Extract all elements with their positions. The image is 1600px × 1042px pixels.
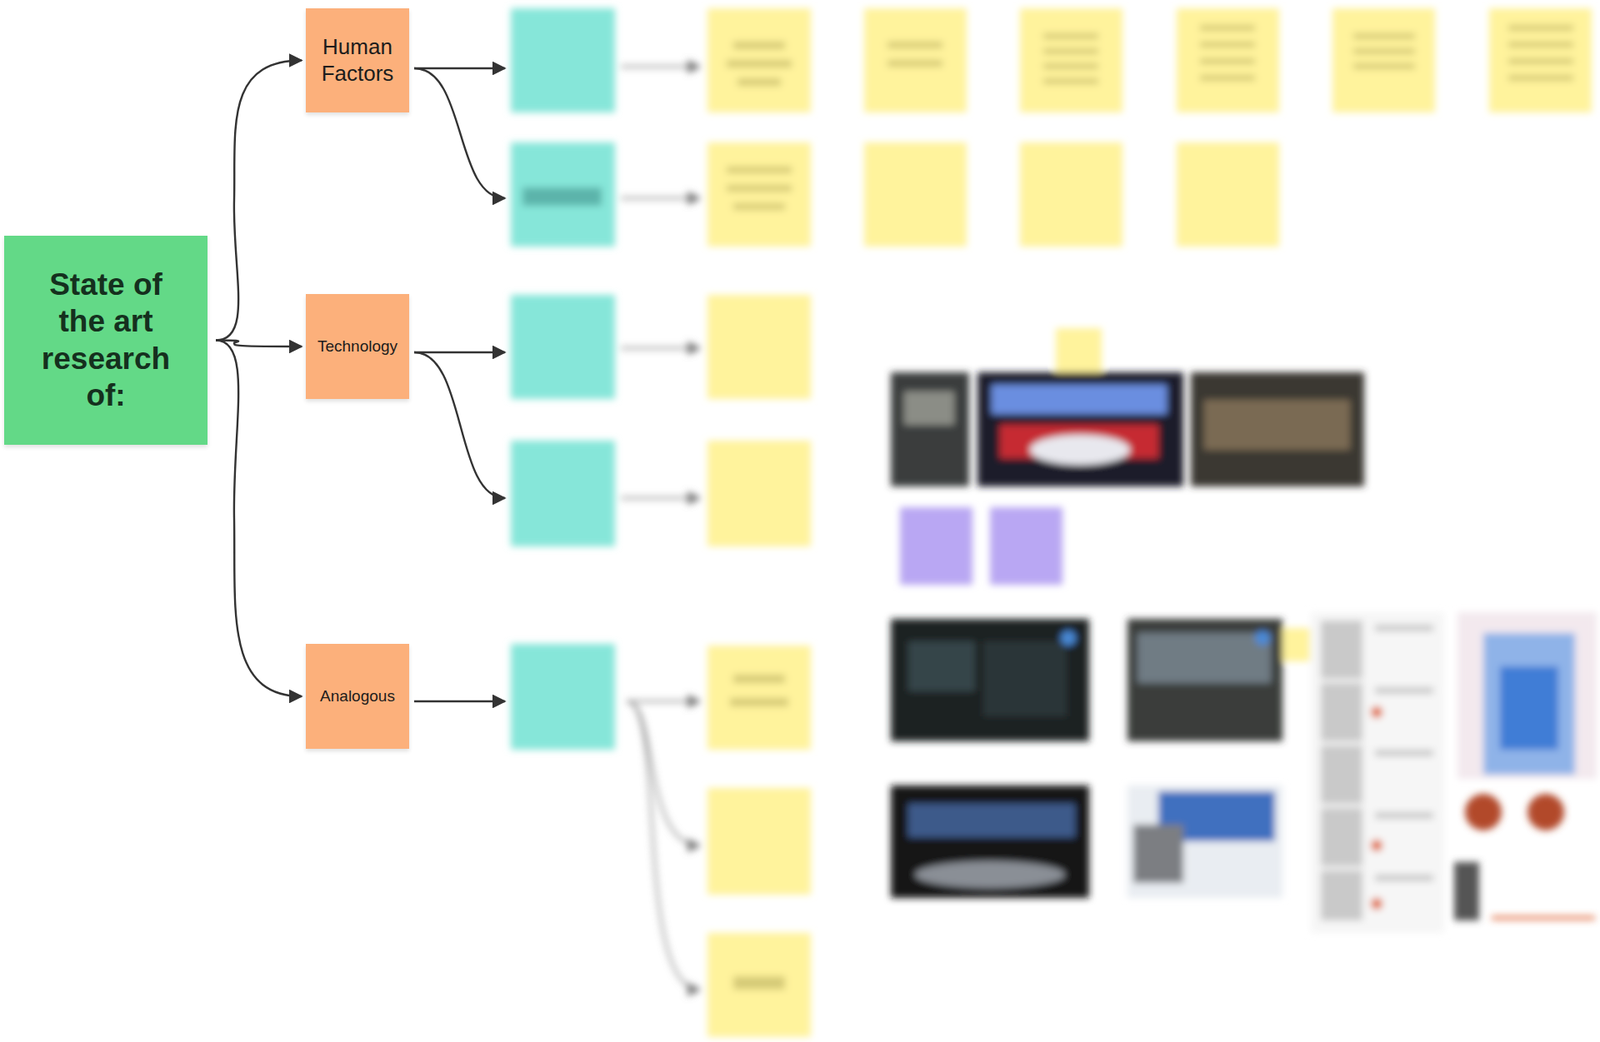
category-box: Technology <box>305 294 410 400</box>
category-box: Analogous <box>305 644 410 750</box>
root-box: State of the art research of: <box>4 235 208 445</box>
node-label: Human Factors <box>312 34 403 86</box>
branch-connector <box>215 60 302 341</box>
category-box: Human Factors <box>305 8 410 113</box>
node-label: State of the art research of: <box>26 266 185 415</box>
node-label: Analogous <box>320 687 395 707</box>
branch-arrows <box>414 68 505 702</box>
node-label: Technology <box>317 337 398 357</box>
branch-connector <box>215 340 302 698</box>
